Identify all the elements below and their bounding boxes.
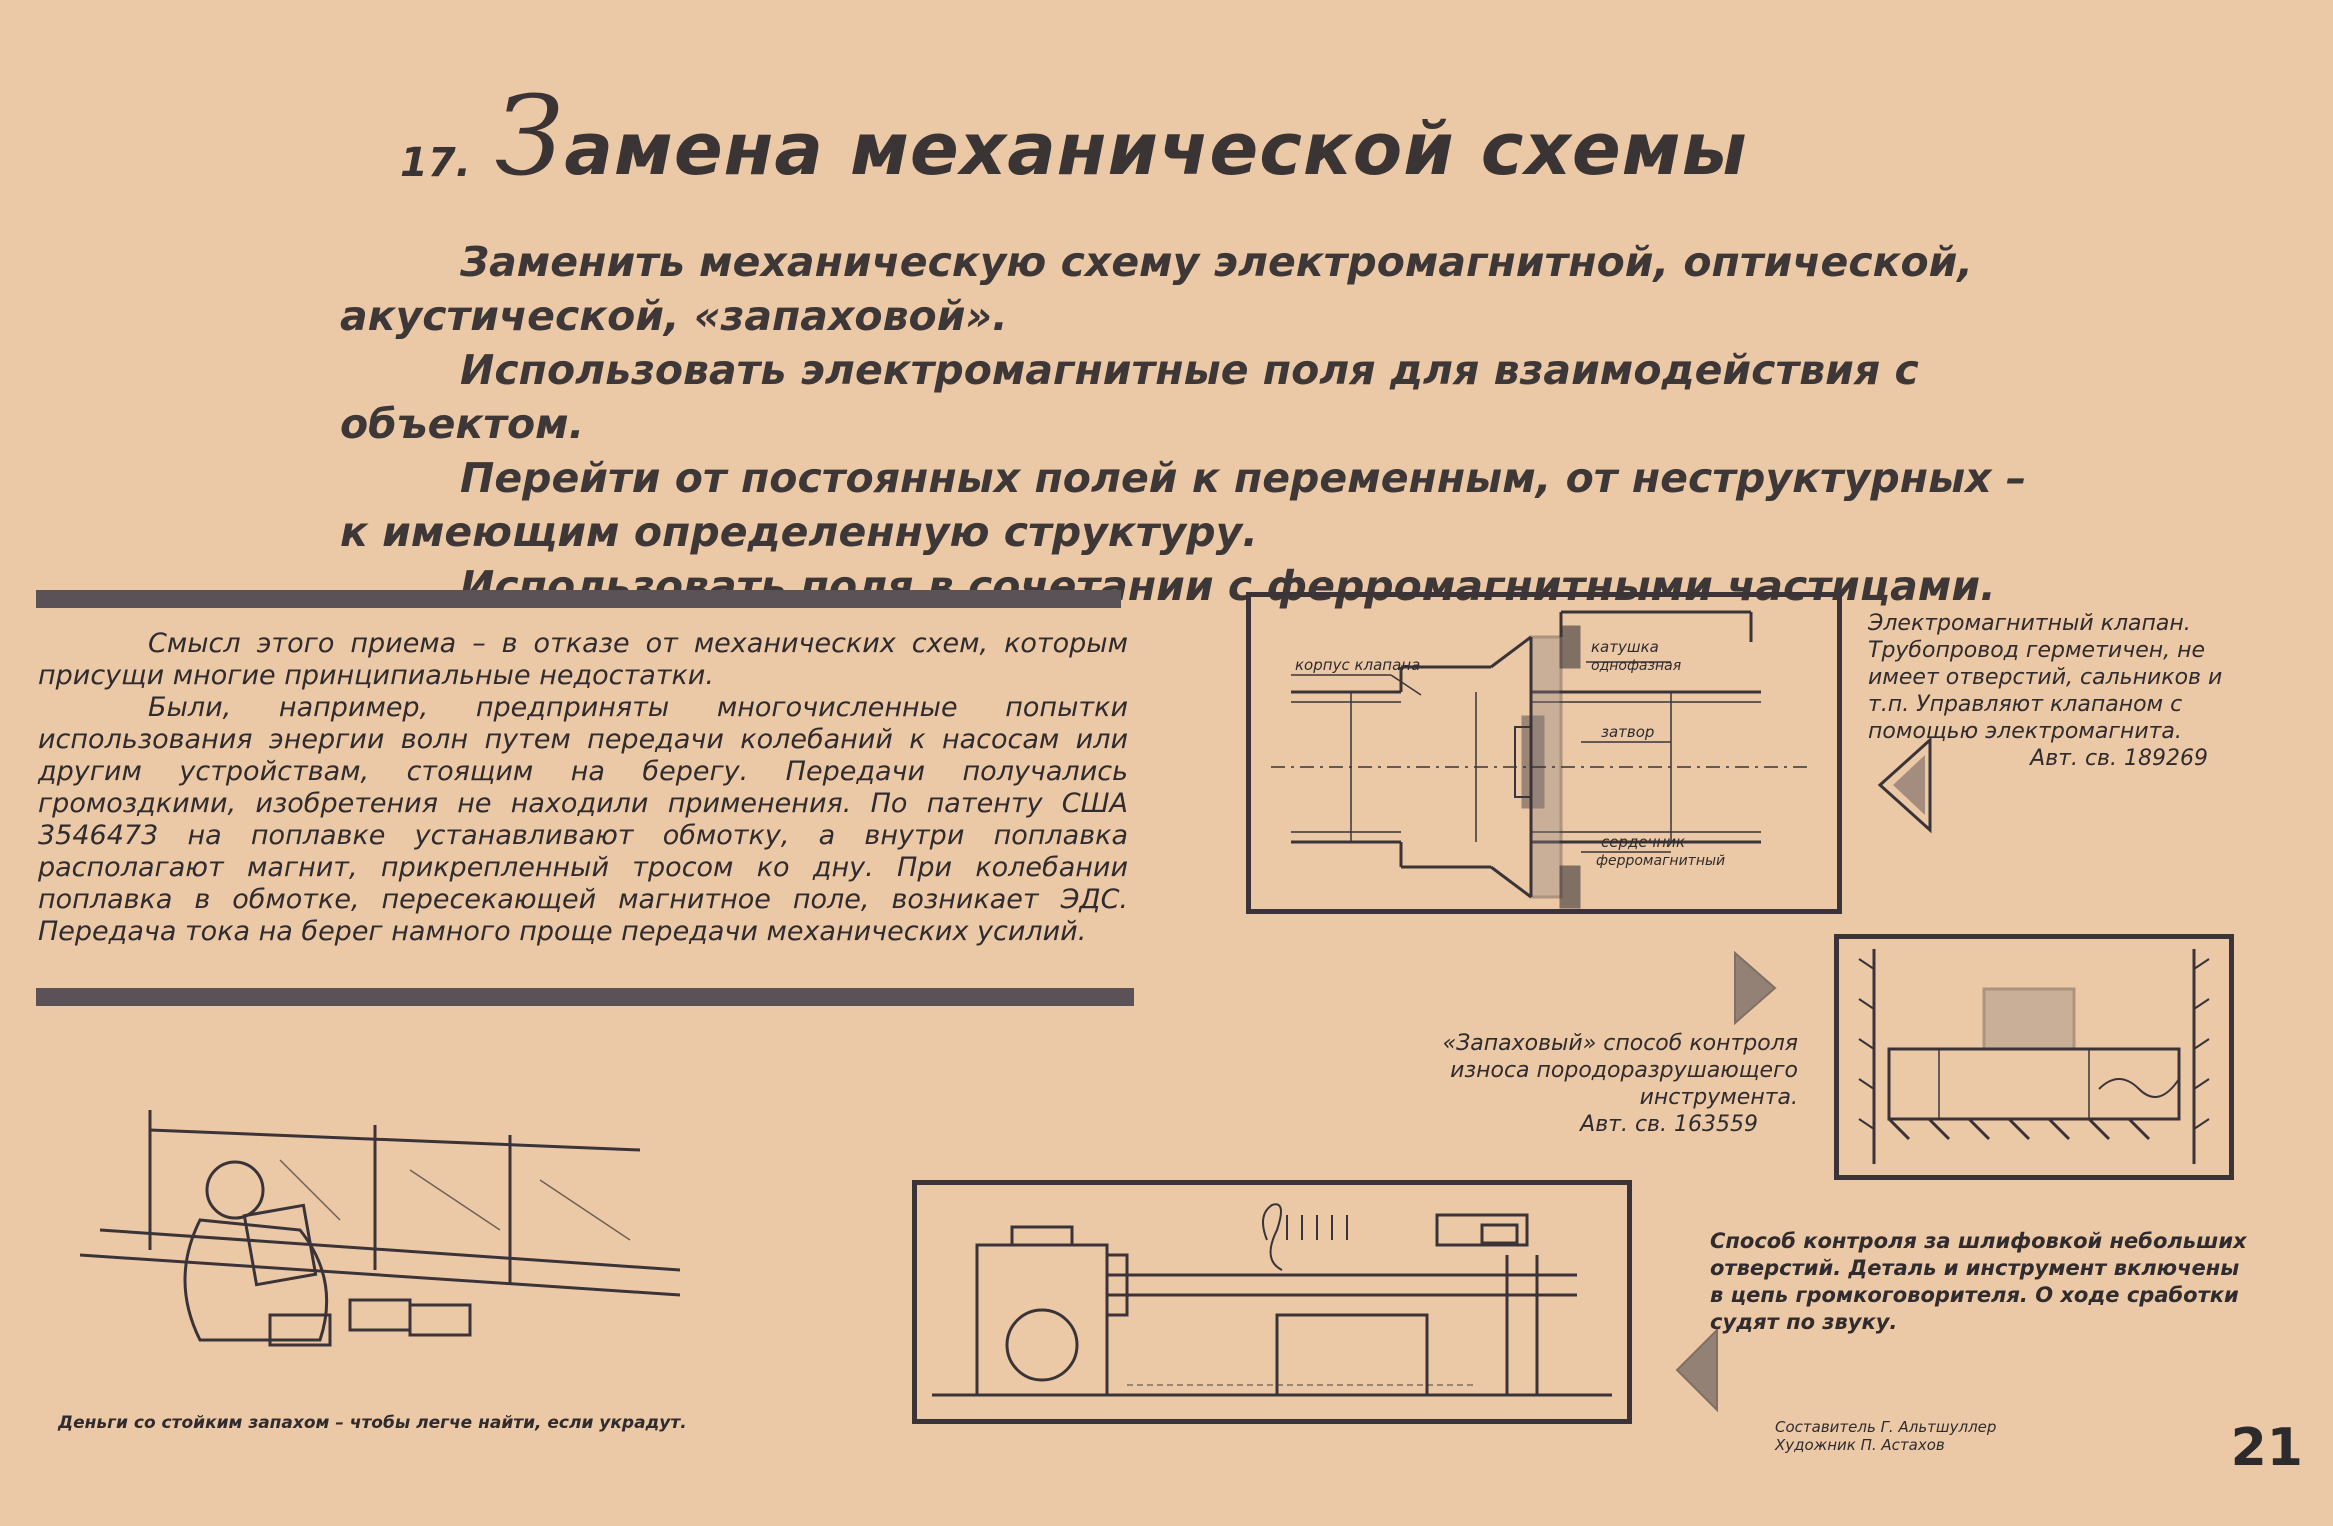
body-paragraph: Смысл этого приема – в отказе от механич… — [38, 628, 1128, 691]
label-gate: затвор — [1601, 723, 1654, 741]
label-core-2: ферромагнитный — [1596, 853, 1725, 869]
cartoon-drawing — [79, 1110, 681, 1347]
cartoon-caption-text: Деньги со стойким запахом – чтобы легче … — [58, 1413, 687, 1433]
grinding-diagram — [912, 1180, 1632, 1424]
body-text: Смысл этого приема – в отказе от механич… — [38, 628, 1128, 948]
valve-drawing: корпус клапана катушка однофазная затвор… — [1271, 610, 1811, 909]
credits-author: Составитель Г. Альтшуллер — [1775, 1418, 1997, 1436]
arrow-left-icon — [1877, 736, 1932, 834]
valve-caption: Электромагнитный клапан. Трубопровод гер… — [1868, 610, 2268, 772]
credits: Составитель Г. Альтшуллер Художник П. Ас… — [1775, 1418, 2115, 1454]
title-initial: З — [494, 72, 565, 200]
page-title: 17. Замена механической схемы — [400, 70, 1800, 200]
smell-caption: «Запаховый» способ контроля износа пород… — [1418, 1030, 1798, 1138]
divider-top — [36, 590, 1121, 608]
intro-line: Использовать электромагнитные поля для в… — [340, 346, 1919, 448]
section-number: 17. — [400, 140, 471, 186]
intro-line: Перейти от постоянных полей к переменным… — [340, 454, 2027, 556]
cartoon-illustration — [79, 1100, 700, 1400]
valve-caption-text: Электромагнитный клапан. Трубопровод гер… — [1868, 611, 2223, 744]
page-number: 21 — [2230, 1418, 2303, 1478]
label-core-1: сердечник — [1601, 833, 1685, 851]
grinding-caption: Способ контроля за шлифовкой небольших о… — [1710, 1228, 2250, 1336]
smell-cert: Авт. св. 163559 — [1580, 1112, 1758, 1137]
intro-line: Заменить механическую схему электромагни… — [340, 238, 1973, 340]
smell-diagram — [1834, 934, 2234, 1180]
body-paragraph: Были, например, предприняты многочисленн… — [38, 692, 1128, 947]
cartoon-caption: Деньги со стойким запахом – чтобы легче … — [58, 1410, 758, 1437]
divider-bottom — [36, 988, 1134, 1006]
intro-block: Заменить механическую схему электромагни… — [340, 235, 2060, 613]
arrow-right-icon — [1734, 950, 1777, 1026]
smell-drawing — [1858, 949, 2210, 1164]
valve-cert: Авт. св. 189269 — [2030, 746, 2208, 771]
label-coil-2: однофазная — [1591, 658, 1681, 674]
title-text: Замена механической схемы — [495, 72, 1748, 200]
label-coil-1: катушка — [1591, 638, 1659, 656]
arrow-left-icon — [1675, 1327, 1718, 1413]
grinding-caption-text: Способ контроля за шлифовкой небольших о… — [1710, 1229, 2247, 1334]
grinding-drawing — [932, 1203, 1612, 1397]
title-rest: амена механической схемы — [564, 107, 1748, 191]
credits-artist: Художник П. Астахов — [1775, 1436, 1945, 1454]
valve-diagram: корпус клапана катушка однофазная затвор… — [1246, 592, 1842, 914]
smell-caption-text: «Запаховый» способ контроля износа пород… — [1442, 1031, 1798, 1110]
label-valve-body: корпус клапана — [1295, 656, 1420, 674]
